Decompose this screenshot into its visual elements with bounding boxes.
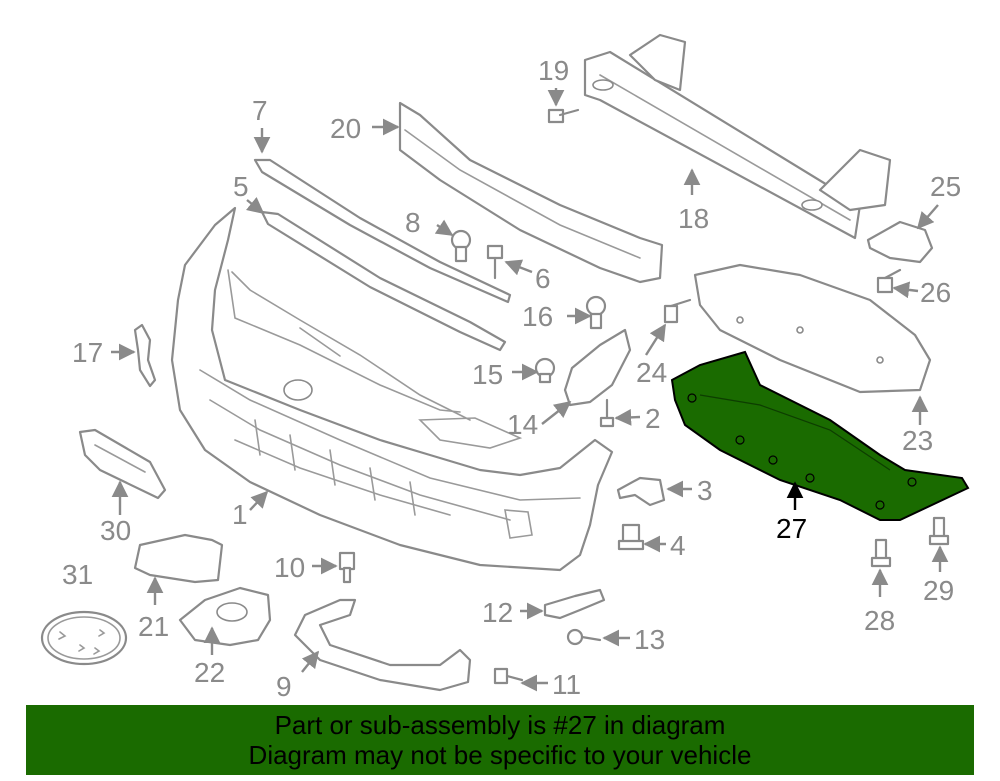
callout-12: 12	[482, 597, 513, 628]
callout-3: 3	[697, 475, 713, 506]
callout-8: 8	[405, 207, 421, 238]
callout-20: 20	[330, 113, 361, 144]
part-16-clip	[585, 295, 607, 330]
fasteners	[338, 108, 950, 685]
callout-7: 7	[252, 95, 268, 126]
part-8-clip	[450, 229, 472, 263]
callout-2: 2	[645, 403, 661, 434]
part-5-trim-strip	[260, 210, 507, 352]
callout-28: 28	[864, 605, 895, 636]
part-30-bracket	[78, 428, 167, 500]
part-4-clip	[617, 523, 645, 551]
callout-1: 1	[232, 499, 248, 530]
part-2-screw	[599, 398, 615, 428]
part-27-splash-shield	[670, 350, 970, 521]
callout-26: 26	[920, 277, 951, 308]
callout-31: 31	[62, 559, 93, 590]
part-29-clip	[928, 516, 950, 546]
part-20-absorber	[398, 101, 664, 284]
callout-29: 29	[923, 575, 954, 606]
part-15-nut	[534, 357, 556, 384]
callout-5: 5	[233, 171, 249, 202]
part-17-bracket	[133, 323, 157, 388]
callout-10: 10	[274, 552, 305, 583]
callout-13: 13	[634, 624, 665, 655]
callout-25: 25	[930, 171, 961, 202]
banner-line-part: Part or sub-assembly is #27 in diagram	[274, 710, 726, 740]
callout-4: 4	[670, 530, 686, 561]
part-13-screw	[566, 628, 602, 646]
part-23-undercover	[693, 263, 932, 394]
callout-9: 9	[276, 671, 292, 700]
callout-19: 19	[538, 55, 569, 86]
callout-16: 16	[522, 301, 553, 332]
part-6-bolt	[486, 244, 504, 280]
callout-18: 18	[678, 203, 709, 234]
part-9-retainer	[293, 598, 472, 692]
callout-14: 14	[507, 409, 538, 440]
callout-24: 24	[636, 357, 667, 388]
parts-diagram: 7 5 20 19 18 8 6 16 15 24 14 2 3 4 17 30…	[40, 33, 970, 700]
part-19-bolt	[547, 108, 580, 124]
part-1-bumper-cover	[170, 206, 614, 572]
banner-line-disclaimer: Diagram may not be specific to your vehi…	[248, 740, 752, 770]
part-14-bracket	[563, 328, 632, 407]
part-3-bracket	[616, 476, 666, 507]
part-28-clip	[870, 538, 892, 568]
callout-30: 30	[100, 515, 131, 546]
part-18-reinforcement	[583, 33, 892, 240]
part-22-fog-bezel	[178, 586, 272, 647]
part-21-bracket	[133, 533, 224, 584]
part-11-bolt	[493, 667, 524, 685]
part-26-bolt	[876, 268, 902, 294]
info-banner: Part or sub-assembly is #27 in diagram D…	[26, 705, 974, 775]
callout-6: 6	[535, 263, 551, 294]
part-7-trim-strip	[253, 158, 512, 304]
callout-15: 15	[472, 359, 503, 390]
callout-17: 17	[72, 337, 103, 368]
part-31-emblem	[40, 610, 128, 666]
callout-21: 21	[138, 611, 169, 642]
part-12-bracket	[543, 588, 606, 620]
part-25-bracket	[866, 220, 934, 264]
part-24-bolt	[663, 298, 692, 324]
callout-11: 11	[552, 669, 581, 700]
part-10-clip	[338, 551, 356, 584]
callout-23: 23	[902, 425, 933, 456]
callout-22: 22	[194, 657, 225, 688]
callout-labels: 7 5 20 19 18 8 6 16 15 24 14 2 3 4 17 30…	[62, 55, 961, 700]
leader-lines	[111, 88, 949, 692]
callout-27: 27	[776, 513, 807, 544]
